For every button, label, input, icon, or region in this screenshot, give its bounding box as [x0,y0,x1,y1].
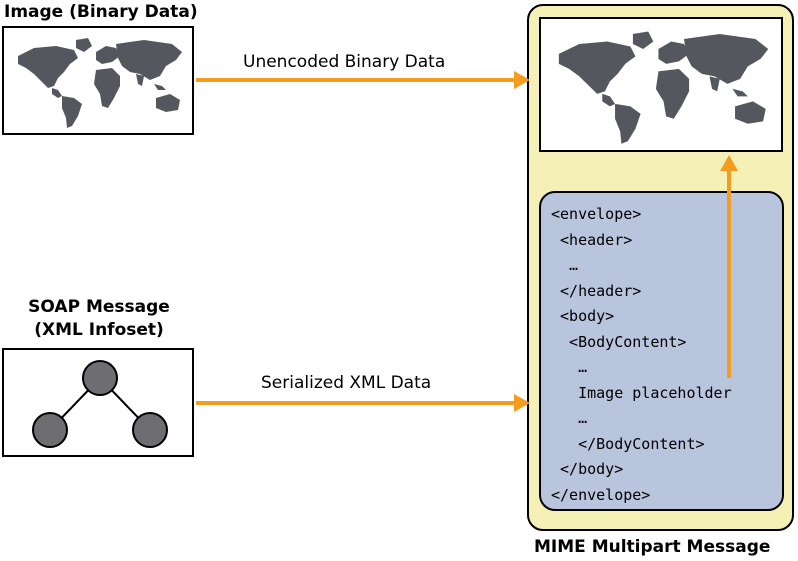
mime-image-part [539,17,783,152]
world-map-icon [558,31,769,144]
xml-line: <body> [551,307,615,325]
xml-line: <BodyContent> [551,332,687,351]
binary-data-arrowhead [514,71,530,89]
image-binary-data-title: Image (Binary Data) [4,2,198,22]
tree-left-node [32,412,68,448]
tree-right-node [132,412,168,448]
xml-data-arrow-label: Serialized XML Data [261,373,432,393]
xml-data-arrowhead [514,394,530,412]
world-map-icon [18,38,182,128]
mime-xml-part [539,191,784,511]
xml-envelope-code: <envelope> <header> … </header> <body> <… [551,202,732,508]
xml-line: … [551,358,588,376]
xml-line: </BodyContent> [551,434,705,453]
soap-message-title: SOAP Message [28,297,170,317]
soap-message-box [2,348,194,457]
xml-tree-icon [32,360,168,448]
xml-line: <envelope> [551,205,642,223]
xml-line: </body> [551,460,624,478]
xml-line: … [551,409,588,427]
mime-multipart-title: MIME Multipart Message [534,537,771,557]
xml-line: … [551,256,579,274]
xml-line: </header> [551,281,642,300]
binary-data-arrow-label: Unencoded Binary Data [243,52,446,72]
xml-line: Image placeholder [551,383,732,402]
image-binary-data-box [2,26,194,135]
placeholder-to-image-arrowhead [720,155,738,171]
tree-root-node [82,360,118,396]
xml-line: </envelope> [551,485,651,504]
xml-infoset-title: (XML Infoset) [34,320,164,340]
xml-line: <header> [551,230,633,249]
